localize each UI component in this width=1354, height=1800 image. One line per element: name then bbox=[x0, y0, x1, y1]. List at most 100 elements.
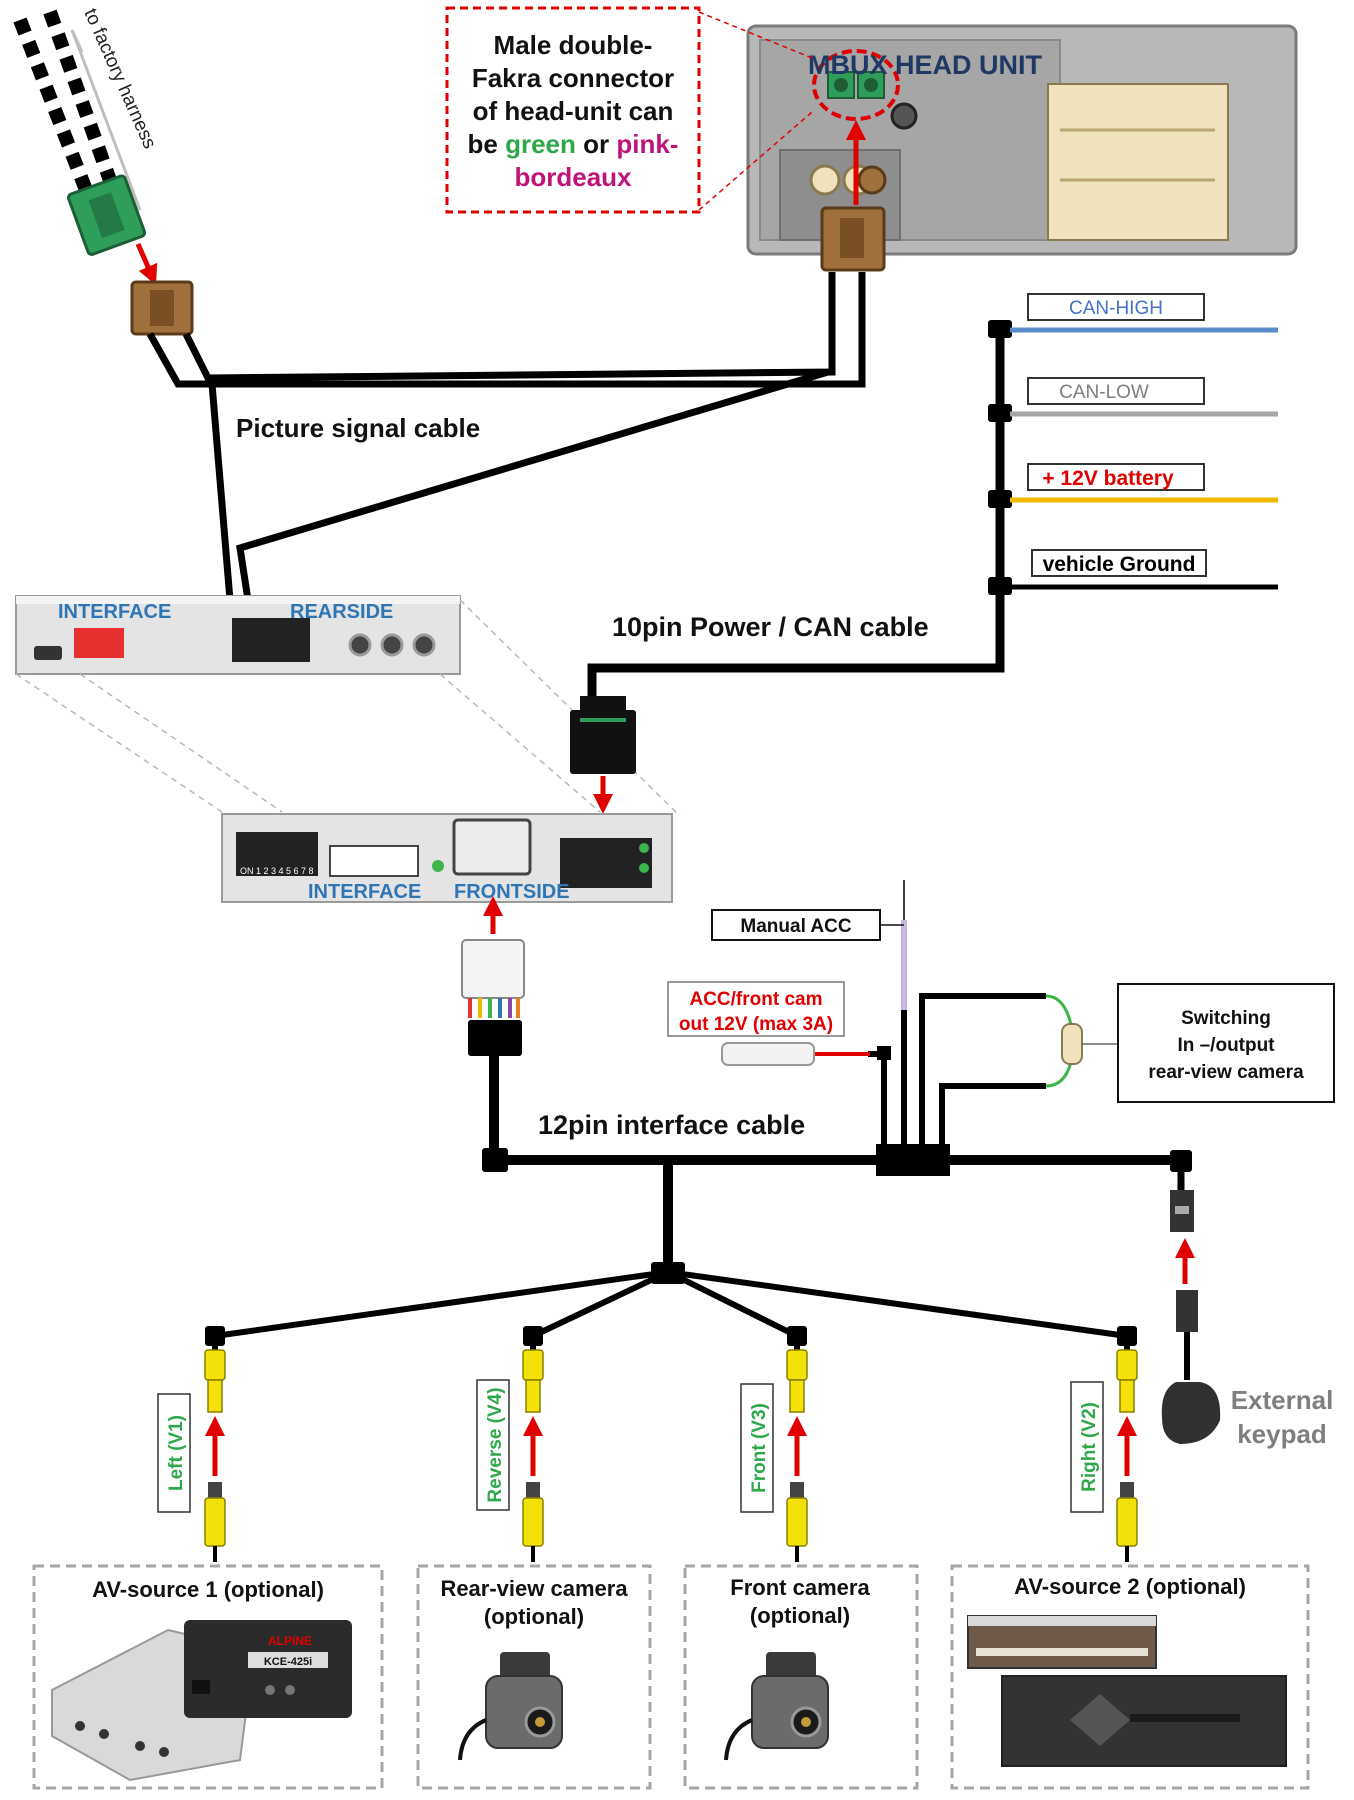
rca-reverse-upper-body bbox=[522, 1349, 544, 1381]
power-cable-label: 10pin Power / CAN cable bbox=[612, 612, 929, 642]
perspective-lines bbox=[15, 599, 681, 817]
interface-rearside: INTERFACE REARSIDE bbox=[15, 595, 461, 675]
callout-or: or bbox=[576, 129, 616, 159]
acc-frontcam-box: ACC/front cam out 12V (max 3A) bbox=[667, 981, 845, 1037]
video-input-right: Right (V2) bbox=[1070, 1381, 1104, 1513]
dip-on-label: ON bbox=[240, 866, 254, 876]
fakra-callout: Male double- Fakra connector of head-uni… bbox=[445, 6, 813, 214]
switching-line-2: In –/output bbox=[1177, 1035, 1275, 1056]
battery-label: + 12V battery bbox=[1042, 467, 1174, 490]
rca-front-lower-body bbox=[786, 1497, 808, 1547]
video-input-front: Front (V3) bbox=[740, 1383, 774, 1513]
picture-signal-cable bbox=[146, 272, 866, 601]
av1-device-image: ALPINE KCE-425i bbox=[51, 1620, 352, 1782]
video-input-front-label: Front (V3) bbox=[749, 1403, 770, 1493]
rca-left-upper-tip bbox=[207, 1379, 223, 1413]
rca-right-upper-tip bbox=[1119, 1379, 1135, 1413]
rear-camera-title: Rear-view camera bbox=[440, 1576, 628, 1601]
picture-cable-label: Picture signal cable bbox=[236, 413, 480, 443]
head-unit-fakra-plug bbox=[820, 206, 886, 272]
rca-right-lower-tip bbox=[1120, 1482, 1134, 1500]
manual-acc-box: Manual ACC bbox=[711, 909, 904, 941]
rca-left-lower-body bbox=[204, 1497, 226, 1547]
video-input-reverse-label: Reverse (V4) bbox=[485, 1387, 506, 1502]
can-low-label: CAN-LOW bbox=[1059, 382, 1149, 403]
connector-highlight-circle bbox=[812, 49, 900, 121]
ground-label: vehicle Ground bbox=[1043, 553, 1196, 576]
rca-front-lower-tip bbox=[790, 1482, 804, 1500]
front-flat-connector bbox=[329, 845, 419, 877]
interface-cable-label: 12pin interface cable bbox=[538, 1110, 805, 1140]
av1-title: AV-source 1 (optional) bbox=[92, 1577, 324, 1602]
callout-line-2: Fakra connector bbox=[472, 63, 674, 93]
av2-title: AV-source 2 (optional) bbox=[1014, 1574, 1246, 1599]
acc-wires bbox=[868, 993, 1046, 1144]
head-unit: MBUX HEAD UNIT bbox=[746, 24, 1298, 256]
rca-fanout-node bbox=[651, 1262, 685, 1284]
rear-label-left: INTERFACE bbox=[58, 601, 171, 623]
rca-fanout bbox=[214, 1269, 1128, 1339]
callout-line-5: bordeaux bbox=[514, 162, 632, 192]
can-high-label: CAN-HIGH bbox=[1069, 298, 1163, 319]
acc-frontcam-line-2: out 12V (max 3A) bbox=[679, 1014, 833, 1035]
alpine-model: KCE-425i bbox=[264, 1656, 312, 1668]
usb-port bbox=[34, 646, 62, 660]
source-av2: AV-source 2 (optional) bbox=[950, 1564, 1310, 1790]
interface-frontside: ON 1 2 3 4 5 6 7 8 INTERFACE FRONTSIDE bbox=[221, 813, 673, 903]
source-av1: AV-source 1 (optional) ALPINE KCE-425i bbox=[32, 1564, 384, 1790]
callout-line-4: be green or pink- bbox=[468, 129, 679, 159]
power-wire-can-high: CAN-HIGH bbox=[1010, 293, 1278, 333]
interface-cable-node bbox=[482, 1148, 508, 1172]
rca-right-lower-body bbox=[1116, 1497, 1138, 1547]
front-camera-title: Front camera bbox=[730, 1575, 870, 1600]
interface-cable bbox=[489, 1056, 1180, 1268]
rca-front-upper-tip bbox=[789, 1379, 805, 1413]
front-12pin-socket bbox=[452, 818, 532, 876]
source-rear-camera: Rear-view camera (optional) bbox=[416, 1564, 652, 1790]
av2-device-image bbox=[967, 1615, 1287, 1767]
front-camera-image bbox=[724, 1652, 829, 1761]
dip-number-label: 1 2 3 4 5 6 7 8 bbox=[256, 866, 314, 876]
rear-camera-subtitle: (optional) bbox=[484, 1604, 584, 1629]
front-camera-subtitle: (optional) bbox=[750, 1603, 850, 1628]
source-front-camera: Front camera (optional) bbox=[683, 1564, 919, 1790]
acc-frontcam-line-1: ACC/front cam bbox=[689, 989, 822, 1010]
switching-line-3: rear-view camera bbox=[1148, 1062, 1304, 1083]
rear-dip-switch bbox=[74, 628, 124, 658]
switching-line-1: Switching bbox=[1181, 1008, 1271, 1029]
rca-nodes bbox=[205, 1326, 1137, 1346]
switching-connector bbox=[1061, 1023, 1083, 1065]
keypad-device bbox=[1161, 1382, 1221, 1444]
callout-line-1: Male double- bbox=[494, 30, 653, 60]
keypad-label-line-2: keypad bbox=[1237, 1419, 1327, 1449]
manual-acc-label: Manual ACC bbox=[740, 916, 851, 937]
callout-be: be bbox=[468, 129, 506, 159]
head-unit-fakra-socket bbox=[827, 71, 885, 99]
acc-frontcam-pin bbox=[721, 1042, 815, 1066]
rca-front-upper-body bbox=[786, 1349, 808, 1381]
rear-camera-image bbox=[458, 1652, 563, 1761]
video-input-left: Left (V1) bbox=[157, 1393, 191, 1513]
rear-label-right: REARSIDE bbox=[290, 601, 393, 623]
power-wire-can-low: CAN-LOW bbox=[1010, 377, 1278, 417]
power-tap-nodes bbox=[988, 320, 1012, 595]
front-dip-switch bbox=[236, 832, 318, 876]
switching-box: Switching In –/output rear-view camera bbox=[1117, 983, 1335, 1103]
callout-box bbox=[445, 6, 701, 214]
keypad-plug-female bbox=[1170, 1190, 1194, 1232]
alpine-brand: ALPINE bbox=[268, 1634, 312, 1648]
front-label-right: FRONTSIDE bbox=[454, 881, 570, 903]
power-connector bbox=[570, 696, 636, 774]
keypad-plug-male bbox=[1176, 1290, 1198, 1380]
rca-left-upper-body bbox=[204, 1349, 226, 1381]
power-wire-ground: vehicle Ground bbox=[1010, 549, 1278, 590]
callout-pink: pink- bbox=[616, 129, 678, 159]
factory-arrow bbox=[135, 242, 158, 286]
interface-fakra-brown bbox=[130, 280, 194, 336]
callout-green: green bbox=[505, 129, 576, 159]
head-unit-connector-block bbox=[1047, 83, 1229, 241]
video-input-right-label: Right (V2) bbox=[1079, 1402, 1100, 1492]
video-input-left-label: Left (V1) bbox=[166, 1415, 187, 1491]
front-label-left: INTERFACE bbox=[308, 881, 421, 903]
